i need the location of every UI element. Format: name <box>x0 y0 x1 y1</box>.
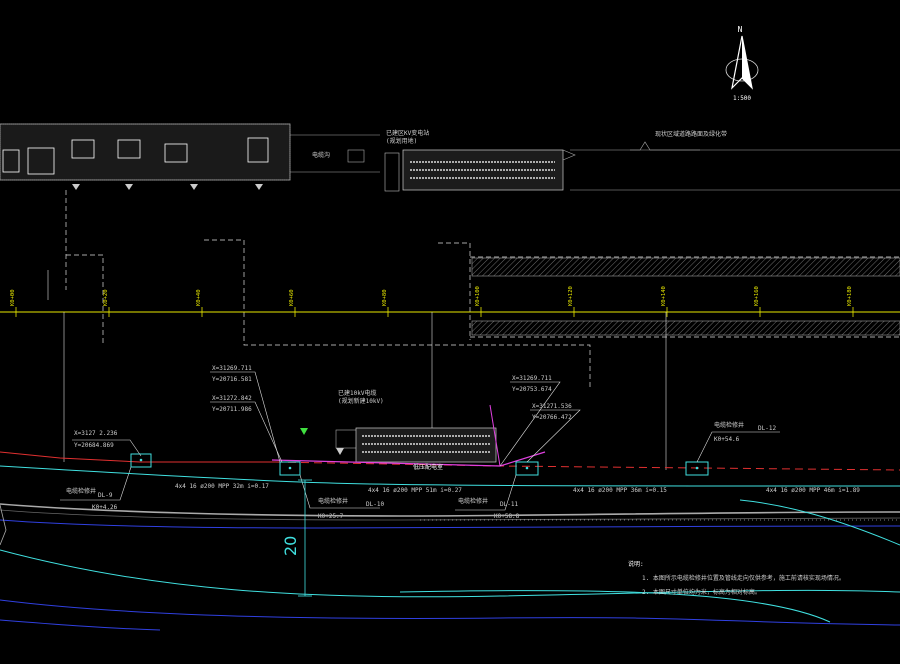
planned-outlines <box>65 190 900 390</box>
coord-4-y: Y=20753.674 <box>512 386 552 393</box>
coord-2-x: X=31269.711 <box>212 365 252 372</box>
pipe-spec-3: 4x4 16 ø200 MPP 36m i=0.15 <box>573 487 667 494</box>
top-right-note: 现状区域道路路面及绿化带 <box>655 130 727 138</box>
distribution-room: 已建10kV电缆 (规划新建10kV) <box>300 389 497 463</box>
chainage-markers: K0+00 K0+20 K0+40 K0+60 K0+80 K0+100 K0+120 K0+… <box>10 286 854 317</box>
coord-5-y: Y=20766.472 <box>532 414 572 421</box>
north-arrow-icon: N 1:500 <box>725 25 759 102</box>
north-label: N <box>738 25 743 34</box>
well-name-dl9: DL-9 <box>98 492 113 499</box>
top-note-1: 已建区KV变电站 <box>386 129 429 137</box>
substation-block: 已建区KV变电站 (规划用地) 现状区域道路路面及绿化带 <box>384 129 900 192</box>
chainage-label: K0+100 <box>475 286 481 306</box>
chainage-label: K0+180 <box>847 286 853 306</box>
chainage-label: K0+80 <box>382 289 388 306</box>
coord-5-x: X=31271.536 <box>532 403 572 410</box>
coord-3-x: X=31272.842 <box>212 395 252 402</box>
cable-well-dl9 <box>130 453 152 468</box>
well-title-2: 电缆检修井 <box>318 497 348 505</box>
well-name-dl10: DL-10 <box>366 501 384 508</box>
well-name-dl12: DL-12 <box>758 425 776 432</box>
well-name-dl11: DL-11 <box>500 501 518 508</box>
coordinate-callouts <box>72 371 581 467</box>
chainage-label: K0+140 <box>661 286 667 306</box>
chainage-label: K0+40 <box>196 289 202 306</box>
pipe-spec-4: 4x4 16 ø200 MPP 46m i=1.89 <box>766 487 860 494</box>
chainage-label: K0+160 <box>754 286 760 306</box>
well-label-dl11: 电缆检修井 DL-11 K0+58.8 <box>455 474 520 520</box>
hatched-road <box>471 257 900 336</box>
well-label-dl9: 电缆检修井 DL-9 K0+4.26 <box>60 466 132 511</box>
mid-note-2: (规划新建10kV) <box>338 397 384 405</box>
coord-1-x: X=3127 2.236 <box>74 430 118 437</box>
well-title-4: 电缆检修井 <box>714 421 744 429</box>
well-station-dl9: K0+4.26 <box>92 504 118 511</box>
notes-block: 说明: 1. 本图所示电缆检修井位置及管线走向仅供参考，施工前请核实现场情况。 … <box>628 560 845 596</box>
pipe-spec-1: 4x4 16 ø200 MPP 32m i=0.17 <box>175 483 269 490</box>
small-block-label: 电缆沟 <box>312 151 330 159</box>
cable-well-dl11 <box>515 461 539 476</box>
existing-building: 电缆沟 <box>0 123 380 190</box>
room-label: 低压配电室 <box>413 463 443 471</box>
notes-line-2: 2. 本图尺寸单位均为米，标高为相对标高。 <box>642 588 761 596</box>
well-label-dl10: 电缆检修井 DL-10 K0+25.7 <box>299 474 384 520</box>
chainage-label: K0+00 <box>10 289 16 306</box>
cable-well-dl10 <box>279 461 301 476</box>
chainage-label: K0+20 <box>103 289 109 306</box>
well-title-1: 电缆检修井 <box>66 487 96 495</box>
notes-line-1: 1. 本图所示电缆检修井位置及管线走向仅供参考，施工前请核实现场情况。 <box>642 574 845 582</box>
coord-3-y: Y=20711.986 <box>212 406 252 413</box>
dimension-20: 20 <box>281 479 312 597</box>
pipe-spec-2: 4x4 16 ø200 MPP 51m i=0.27 <box>368 487 462 494</box>
top-note-2: (规划用地) <box>386 137 417 145</box>
notes-title: 说明: <box>628 560 644 568</box>
mid-note-1: 已建10kV电缆 <box>338 389 376 397</box>
well-station-dl11: K0+58.8 <box>494 513 520 520</box>
coord-1-y: Y=20684.869 <box>74 442 114 449</box>
chainage-label: K0+120 <box>568 286 574 306</box>
scale-label: 1:500 <box>733 95 751 102</box>
coord-4-x: X=31269.711 <box>512 375 552 382</box>
chainage-label: K0+60 <box>289 289 295 306</box>
dimension-value: 20 <box>281 536 300 556</box>
road-edges <box>0 465 900 631</box>
coord-2-y: Y=20716.581 <box>212 376 252 383</box>
well-label-dl12: 电缆检修井 DL-12 K0+54.6 <box>696 421 780 463</box>
well-title-3: 电缆检修井 <box>458 497 488 505</box>
well-station-dl12: K0+54.6 <box>714 436 740 443</box>
